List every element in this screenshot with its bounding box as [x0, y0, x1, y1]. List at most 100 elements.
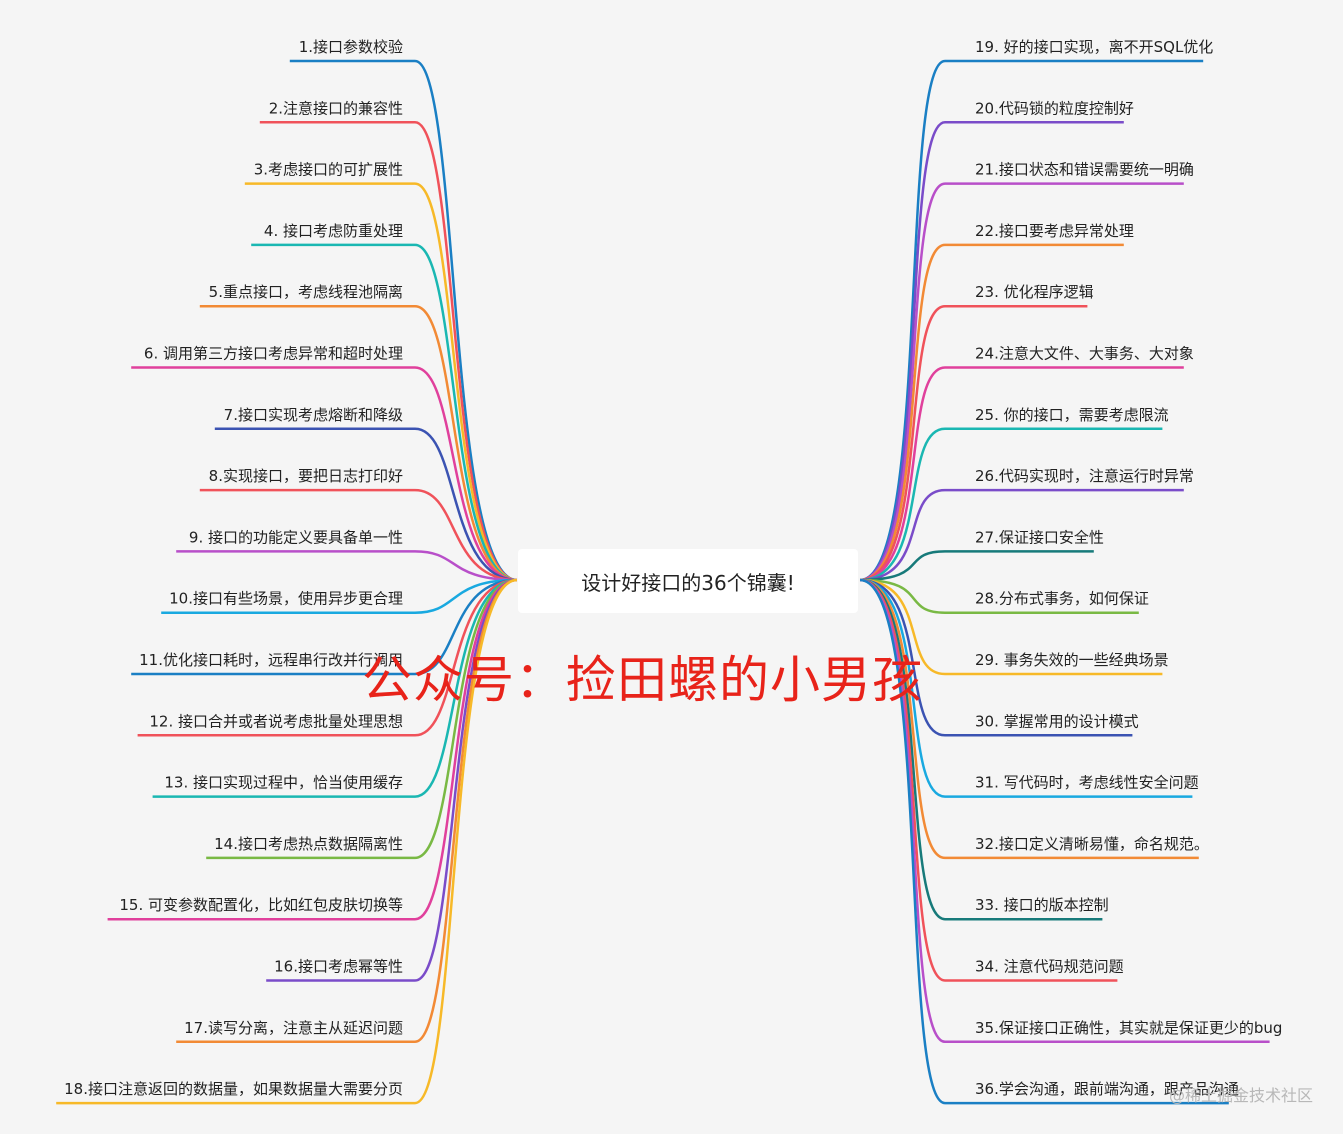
left-branch-1[interactable]: 1.接口参数校验: [289, 38, 518, 582]
branch-label: 20.代码锁的粒度控制好: [975, 99, 1134, 117]
footer-watermark: @稀土掘金技术社区: [1168, 1086, 1313, 1105]
branch-connector: [414, 578, 518, 982]
branch-connector: [859, 121, 946, 582]
left-branch-18[interactable]: 18.接口注意返回的数据量，如果数据量大需要分页: [56, 578, 518, 1105]
branch-connector: [859, 578, 946, 1105]
branch-label: 5.重点接口，考虑线程池隔离: [209, 283, 403, 301]
branch-label: 11.优化接口耗时，远程串行改并行调用: [139, 651, 403, 669]
right-branch-23[interactable]: 23. 优化程序逻辑: [859, 283, 1094, 582]
branch-label: 32.接口定义清晰易懂，命名规范。: [975, 835, 1209, 853]
right-branch-34[interactable]: 34. 注意代码规范问题: [859, 578, 1124, 982]
right-branch-27[interactable]: 27.保证接口安全性: [859, 528, 1104, 582]
branch-connector: [414, 304, 518, 582]
branch-connector: [414, 578, 518, 737]
branch-label: 7.接口实现考虑熔断和降级: [224, 406, 403, 424]
left-branch-15[interactable]: 15. 可变参数配置化，比如红包皮肤切换等: [107, 578, 518, 921]
branch-label: 14.接口考虑热点数据隔离性: [214, 835, 403, 853]
left-branch-16[interactable]: 16.接口考虑幂等性: [266, 578, 518, 982]
branch-connector: [414, 243, 518, 582]
right-branch-29[interactable]: 29. 事务失效的一些经典场景: [859, 578, 1169, 676]
branch-connector: [414, 182, 518, 582]
central-topic-label: 设计好接口的36个锦囊!: [581, 570, 795, 595]
branch-label: 15. 可变参数配置化，比如红包皮肤切换等: [119, 896, 403, 914]
branch-connector: [859, 59, 946, 582]
right-branch-32[interactable]: 32.接口定义清晰易懂，命名规范。: [859, 578, 1209, 860]
branch-connector: [859, 243, 946, 582]
branch-connector: [414, 59, 518, 582]
left-branch-14[interactable]: 14.接口考虑热点数据隔离性: [206, 578, 518, 860]
branch-label: 17.读写分离，注意主从延迟问题: [184, 1019, 403, 1037]
branch-label: 27.保证接口安全性: [975, 528, 1104, 546]
left-branch-4[interactable]: 4. 接口考虑防重处理: [251, 222, 518, 582]
right-branch-31[interactable]: 31. 写代码时，考虑线性安全问题: [859, 578, 1199, 798]
branch-connector: [414, 578, 518, 860]
left-branch-11[interactable]: 11.优化接口耗时，远程串行改并行调用: [131, 578, 518, 676]
right-branch-36[interactable]: 36.学会沟通，跟前端沟通，跟产品沟通: [859, 578, 1239, 1105]
branch-label: 1.接口参数校验: [299, 38, 403, 56]
branch-connector: [414, 578, 518, 676]
branch-connector: [859, 578, 946, 614]
branch-label: 12. 接口合并或者说考虑批量处理思想: [149, 712, 403, 730]
right-branch-28[interactable]: 28.分布式事务，如何保证: [859, 578, 1149, 614]
branch-label: 21.接口状态和错误需要统一明确: [975, 161, 1194, 179]
right-branch-30[interactable]: 30. 掌握常用的设计模式: [859, 578, 1139, 737]
branch-label: 18.接口注意返回的数据量，如果数据量大需要分页: [64, 1080, 403, 1098]
branch-label: 8.实现接口，要把日志打印好: [209, 467, 403, 485]
left-branch-6[interactable]: 6. 调用第三方接口考虑异常和超时处理: [131, 345, 518, 582]
branch-connector: [859, 550, 946, 582]
branch-connector: [414, 427, 518, 582]
left-branch-8[interactable]: 8.实现接口，要把日志打印好: [199, 467, 518, 582]
branch-connector: [859, 304, 946, 582]
branch-label: 4. 接口考虑防重处理: [264, 222, 403, 240]
branch-label: 2.注意接口的兼容性: [269, 99, 403, 117]
right-branch-25[interactable]: 25. 你的接口，需要考虑限流: [859, 406, 1169, 582]
branch-connector: [859, 578, 946, 982]
branch-label: 22.接口要考虑异常处理: [975, 222, 1134, 240]
left-branch-9[interactable]: 9. 接口的功能定义要具备单一性: [176, 528, 518, 582]
left-branch-13[interactable]: 13. 接口实现过程中，恰当使用缓存: [152, 578, 518, 798]
left-branch-12[interactable]: 12. 接口合并或者说考虑批量处理思想: [137, 578, 518, 737]
branch-connector: [414, 578, 518, 921]
branch-connector: [859, 578, 946, 860]
branch-label: 34. 注意代码规范问题: [975, 958, 1124, 976]
branch-label: 29. 事务失效的一些经典场景: [975, 651, 1169, 669]
branch-connector: [859, 366, 946, 582]
branch-label: 23. 优化程序逻辑: [975, 283, 1094, 301]
watermark-text: 公众号：捡田螺的小男孩: [362, 651, 923, 709]
branch-label: 24.注意大文件、大事务、大对象: [975, 345, 1194, 363]
branch-connector: [859, 578, 946, 921]
branch-label: 19. 好的接口实现，离不开SQL优化: [975, 38, 1213, 56]
branch-connector: [414, 550, 518, 582]
left-branch-5[interactable]: 5.重点接口，考虑线程池隔离: [199, 283, 518, 582]
right-branch-24[interactable]: 24.注意大文件、大事务、大对象: [859, 345, 1194, 582]
right-branch-33[interactable]: 33. 接口的版本控制: [859, 578, 1109, 921]
left-branch-3[interactable]: 3.考虑接口的可扩展性: [244, 161, 518, 582]
branch-connector: [414, 578, 518, 614]
branch-connector: [414, 488, 518, 582]
branch-label: 10.接口有些场景，使用异步更合理: [169, 590, 403, 608]
left-branch-10[interactable]: 10.接口有些场景，使用异步更合理: [161, 578, 518, 614]
branch-connector: [859, 488, 946, 582]
right-branch-22[interactable]: 22.接口要考虑异常处理: [859, 222, 1134, 582]
branch-connector: [859, 578, 946, 676]
branch-label: 9. 接口的功能定义要具备单一性: [189, 528, 403, 546]
branch-label: 3.考虑接口的可扩展性: [254, 161, 403, 179]
right-branch-21[interactable]: 21.接口状态和错误需要统一明确: [859, 161, 1194, 582]
left-branch-7[interactable]: 7.接口实现考虑熔断和降级: [214, 406, 518, 582]
branch-connector: [414, 578, 518, 1105]
left-branch-2[interactable]: 2.注意接口的兼容性: [259, 99, 518, 582]
branch-label: 31. 写代码时，考虑线性安全问题: [975, 774, 1199, 792]
branch-label: 26.代码实现时，注意运行时异常: [975, 467, 1194, 485]
branch-connector: [859, 182, 946, 582]
branch-label: 16.接口考虑幂等性: [274, 958, 403, 976]
branch-label: 30. 掌握常用的设计模式: [975, 712, 1139, 730]
right-branch-26[interactable]: 26.代码实现时，注意运行时异常: [859, 467, 1194, 582]
branch-label: 13. 接口实现过程中，恰当使用缓存: [164, 774, 403, 792]
branch-connector: [414, 366, 518, 582]
right-branch-19[interactable]: 19. 好的接口实现，离不开SQL优化: [859, 38, 1213, 582]
branch-connector: [859, 427, 946, 582]
branch-label: 25. 你的接口，需要考虑限流: [975, 406, 1169, 424]
central-topic[interactable]: 设计好接口的36个锦囊!: [518, 549, 858, 613]
right-branch-20[interactable]: 20.代码锁的粒度控制好: [859, 99, 1134, 582]
